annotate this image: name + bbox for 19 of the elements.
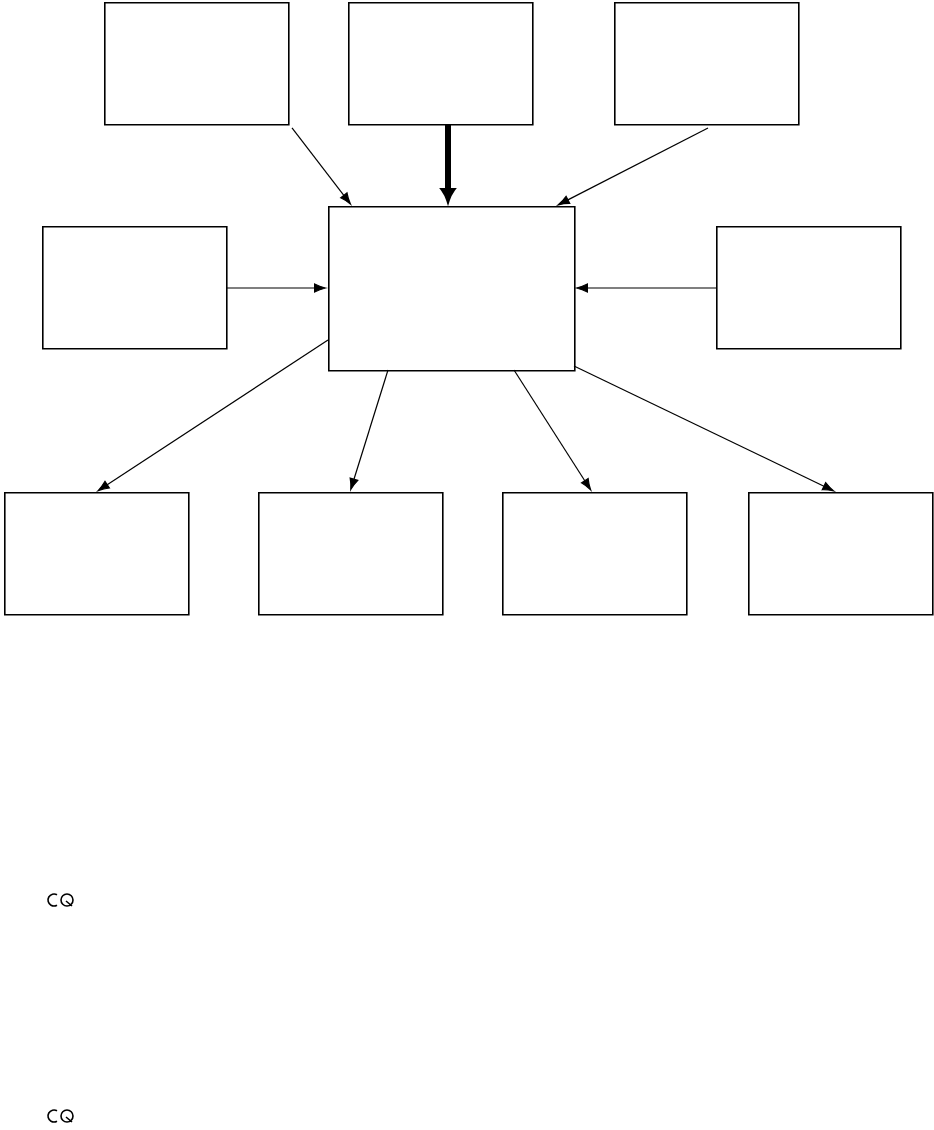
box xyxy=(258,492,444,616)
box xyxy=(502,492,688,616)
box xyxy=(328,206,576,372)
arrow xyxy=(225,283,326,293)
box xyxy=(348,2,534,126)
box xyxy=(104,2,290,126)
arrow xyxy=(513,369,592,491)
box xyxy=(4,492,190,616)
arrow xyxy=(557,127,709,206)
box xyxy=(748,492,934,616)
box xyxy=(614,2,800,126)
arrow xyxy=(97,339,329,492)
arrow xyxy=(291,127,352,205)
arrow xyxy=(576,283,717,293)
arrow xyxy=(573,365,835,492)
arrow xyxy=(440,124,456,203)
box xyxy=(42,226,228,350)
arrow xyxy=(349,369,389,491)
box xyxy=(716,226,902,350)
